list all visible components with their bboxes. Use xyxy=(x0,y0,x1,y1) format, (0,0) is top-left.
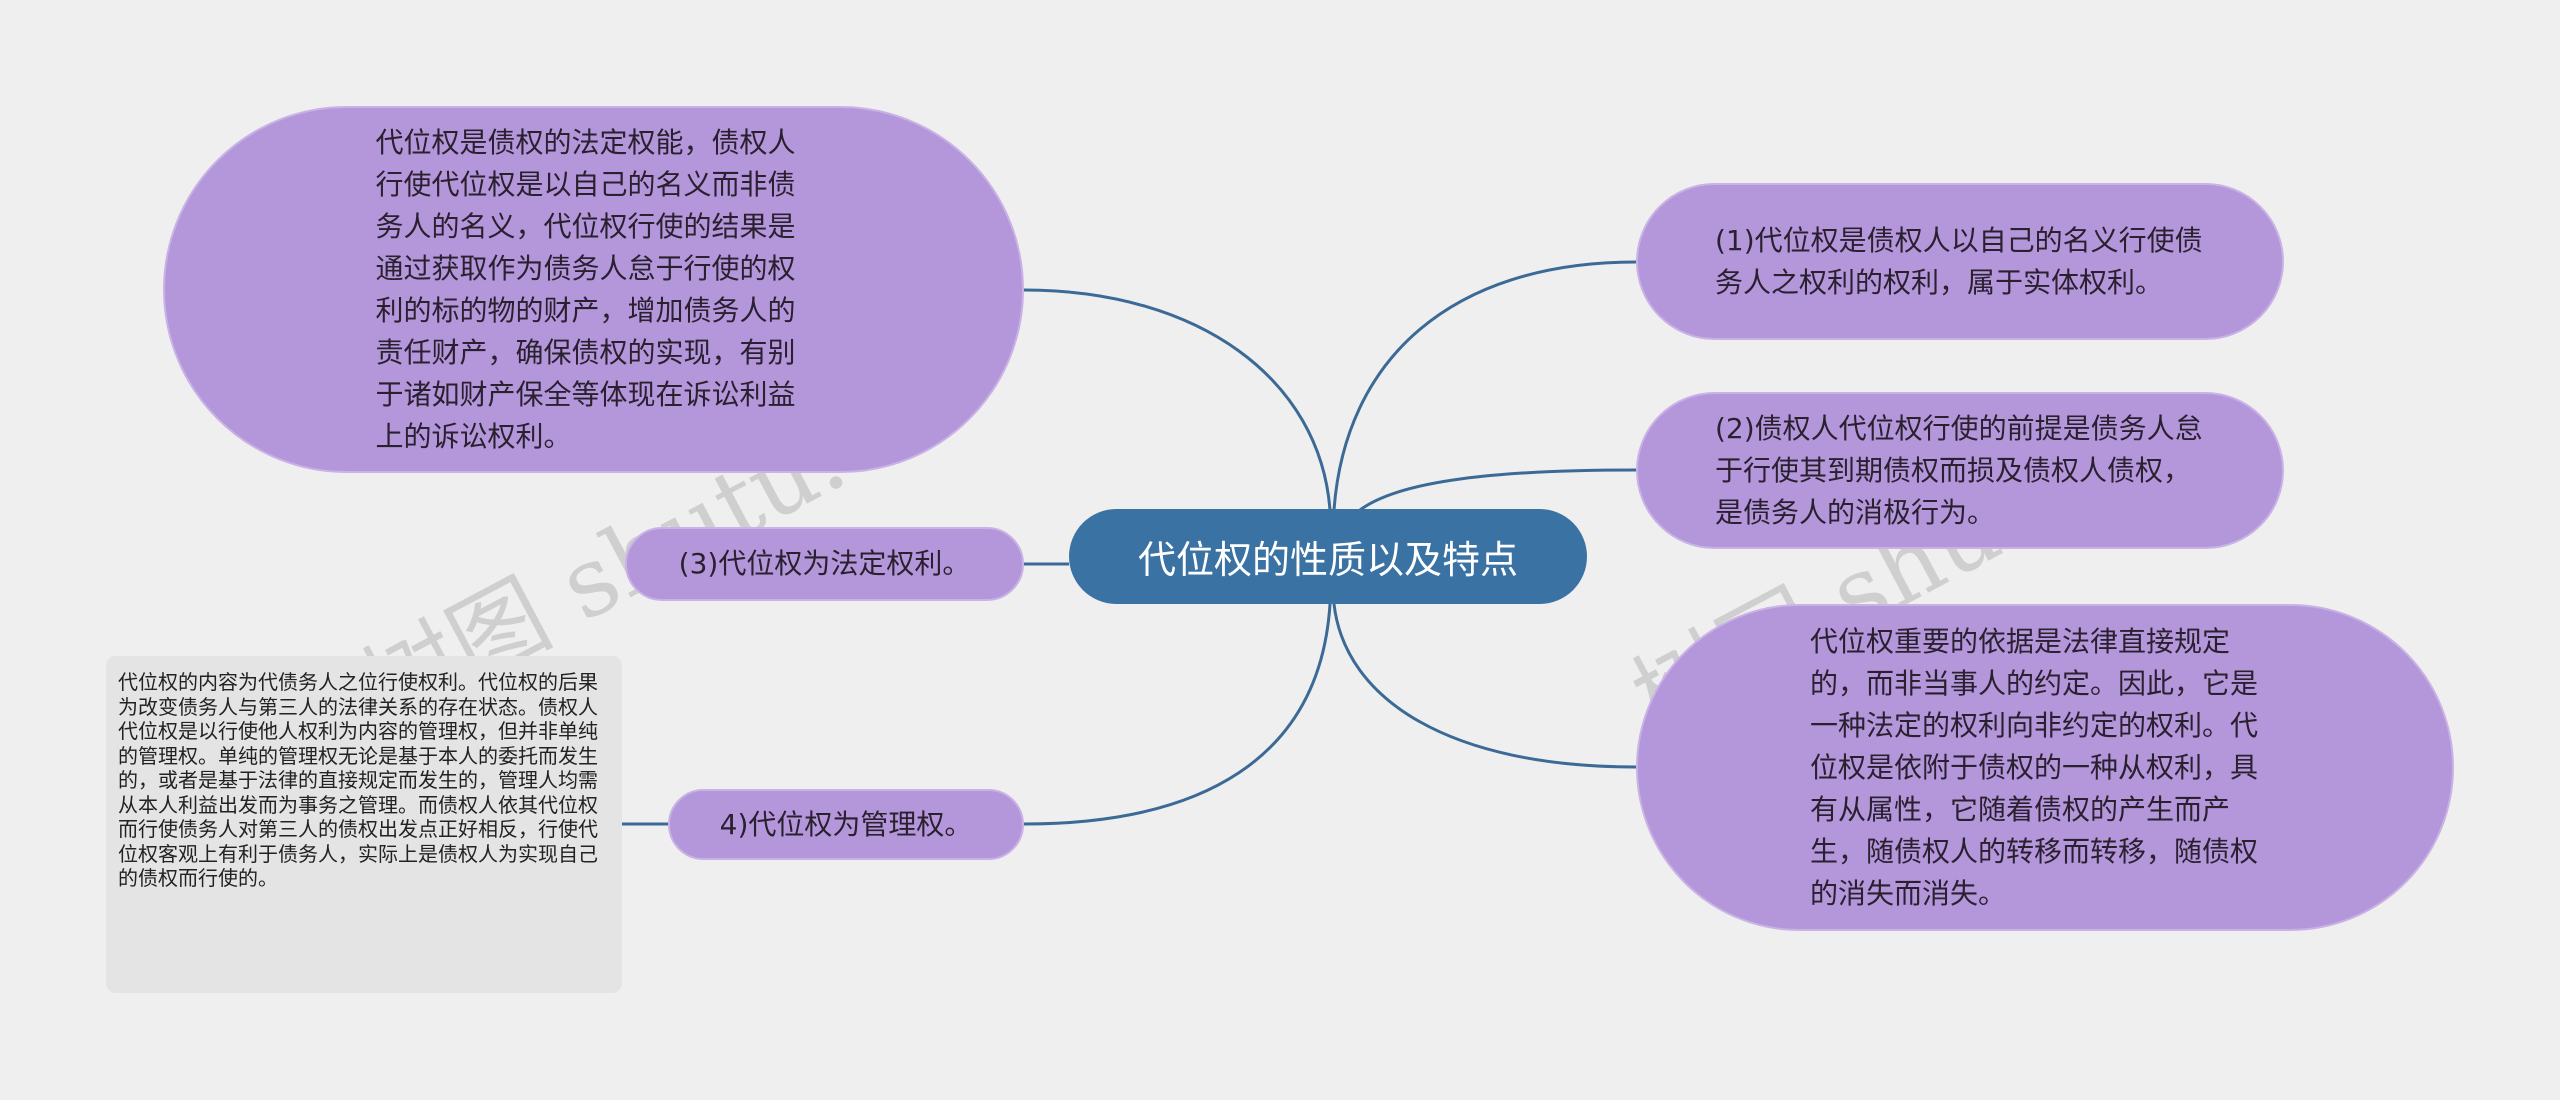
node-text: (3)代位权为法定权利。 xyxy=(678,547,971,580)
topic-node-legal-power[interactable]: 代位权是债权的法定权能，债权人行使代位权是以自己的名义而非债务人的名义，代位权行… xyxy=(163,106,1024,473)
link-r3 xyxy=(1332,603,1637,769)
central-topic-title: 代位权的性质以及特点 xyxy=(1137,538,1518,582)
topic-node-basis[interactable]: 代位权重要的依据是法律直接规定的，而非当事人的约定。因此，它是一种法定的权利向非… xyxy=(1636,604,2454,931)
link-r2 xyxy=(1359,468,1637,512)
link-r1 xyxy=(1332,260,1637,511)
note-management-right: 代位权的内容为代债务人之位行使权利。代位权的后果为改变债务人与第三人的法律关系的… xyxy=(106,656,622,993)
topic-node-statutory-right[interactable]: (3)代位权为法定权利。 xyxy=(625,527,1024,601)
node-text: 代位权重要的依据是法律直接规定的，而非当事人的约定。因此，它是一种法定的权利向非… xyxy=(1810,624,2259,910)
topic-node-management-right[interactable]: 4)代位权为管理权。 xyxy=(668,789,1024,860)
node-text: (2)债权人代位权行使的前提是债务人怠于行使其到期债权而损及债权人债权，是债务人… xyxy=(1715,411,2203,529)
node-text: (1)代位权是债权人以自己的名义行使债务人之权利的权利，属于实体权利。 xyxy=(1715,223,2203,299)
central-topic[interactable]: 代位权的性质以及特点 xyxy=(1069,509,1587,604)
topic-node-1[interactable]: (1)代位权是债权人以自己的名义行使债务人之权利的权利，属于实体权利。 xyxy=(1636,183,2284,340)
topic-node-2[interactable]: (2)债权人代位权行使的前提是债务人怠于行使其到期债权而损及债权人债权，是债务人… xyxy=(1636,392,2284,549)
link-4 xyxy=(1023,603,1332,826)
link-top-left xyxy=(1023,288,1332,511)
node-text: 代位权是债权的法定权能，债权人行使代位权是以自己的名义而非债务人的名义，代位权行… xyxy=(375,125,796,453)
node-text: 4)代位权为管理权。 xyxy=(719,807,973,841)
